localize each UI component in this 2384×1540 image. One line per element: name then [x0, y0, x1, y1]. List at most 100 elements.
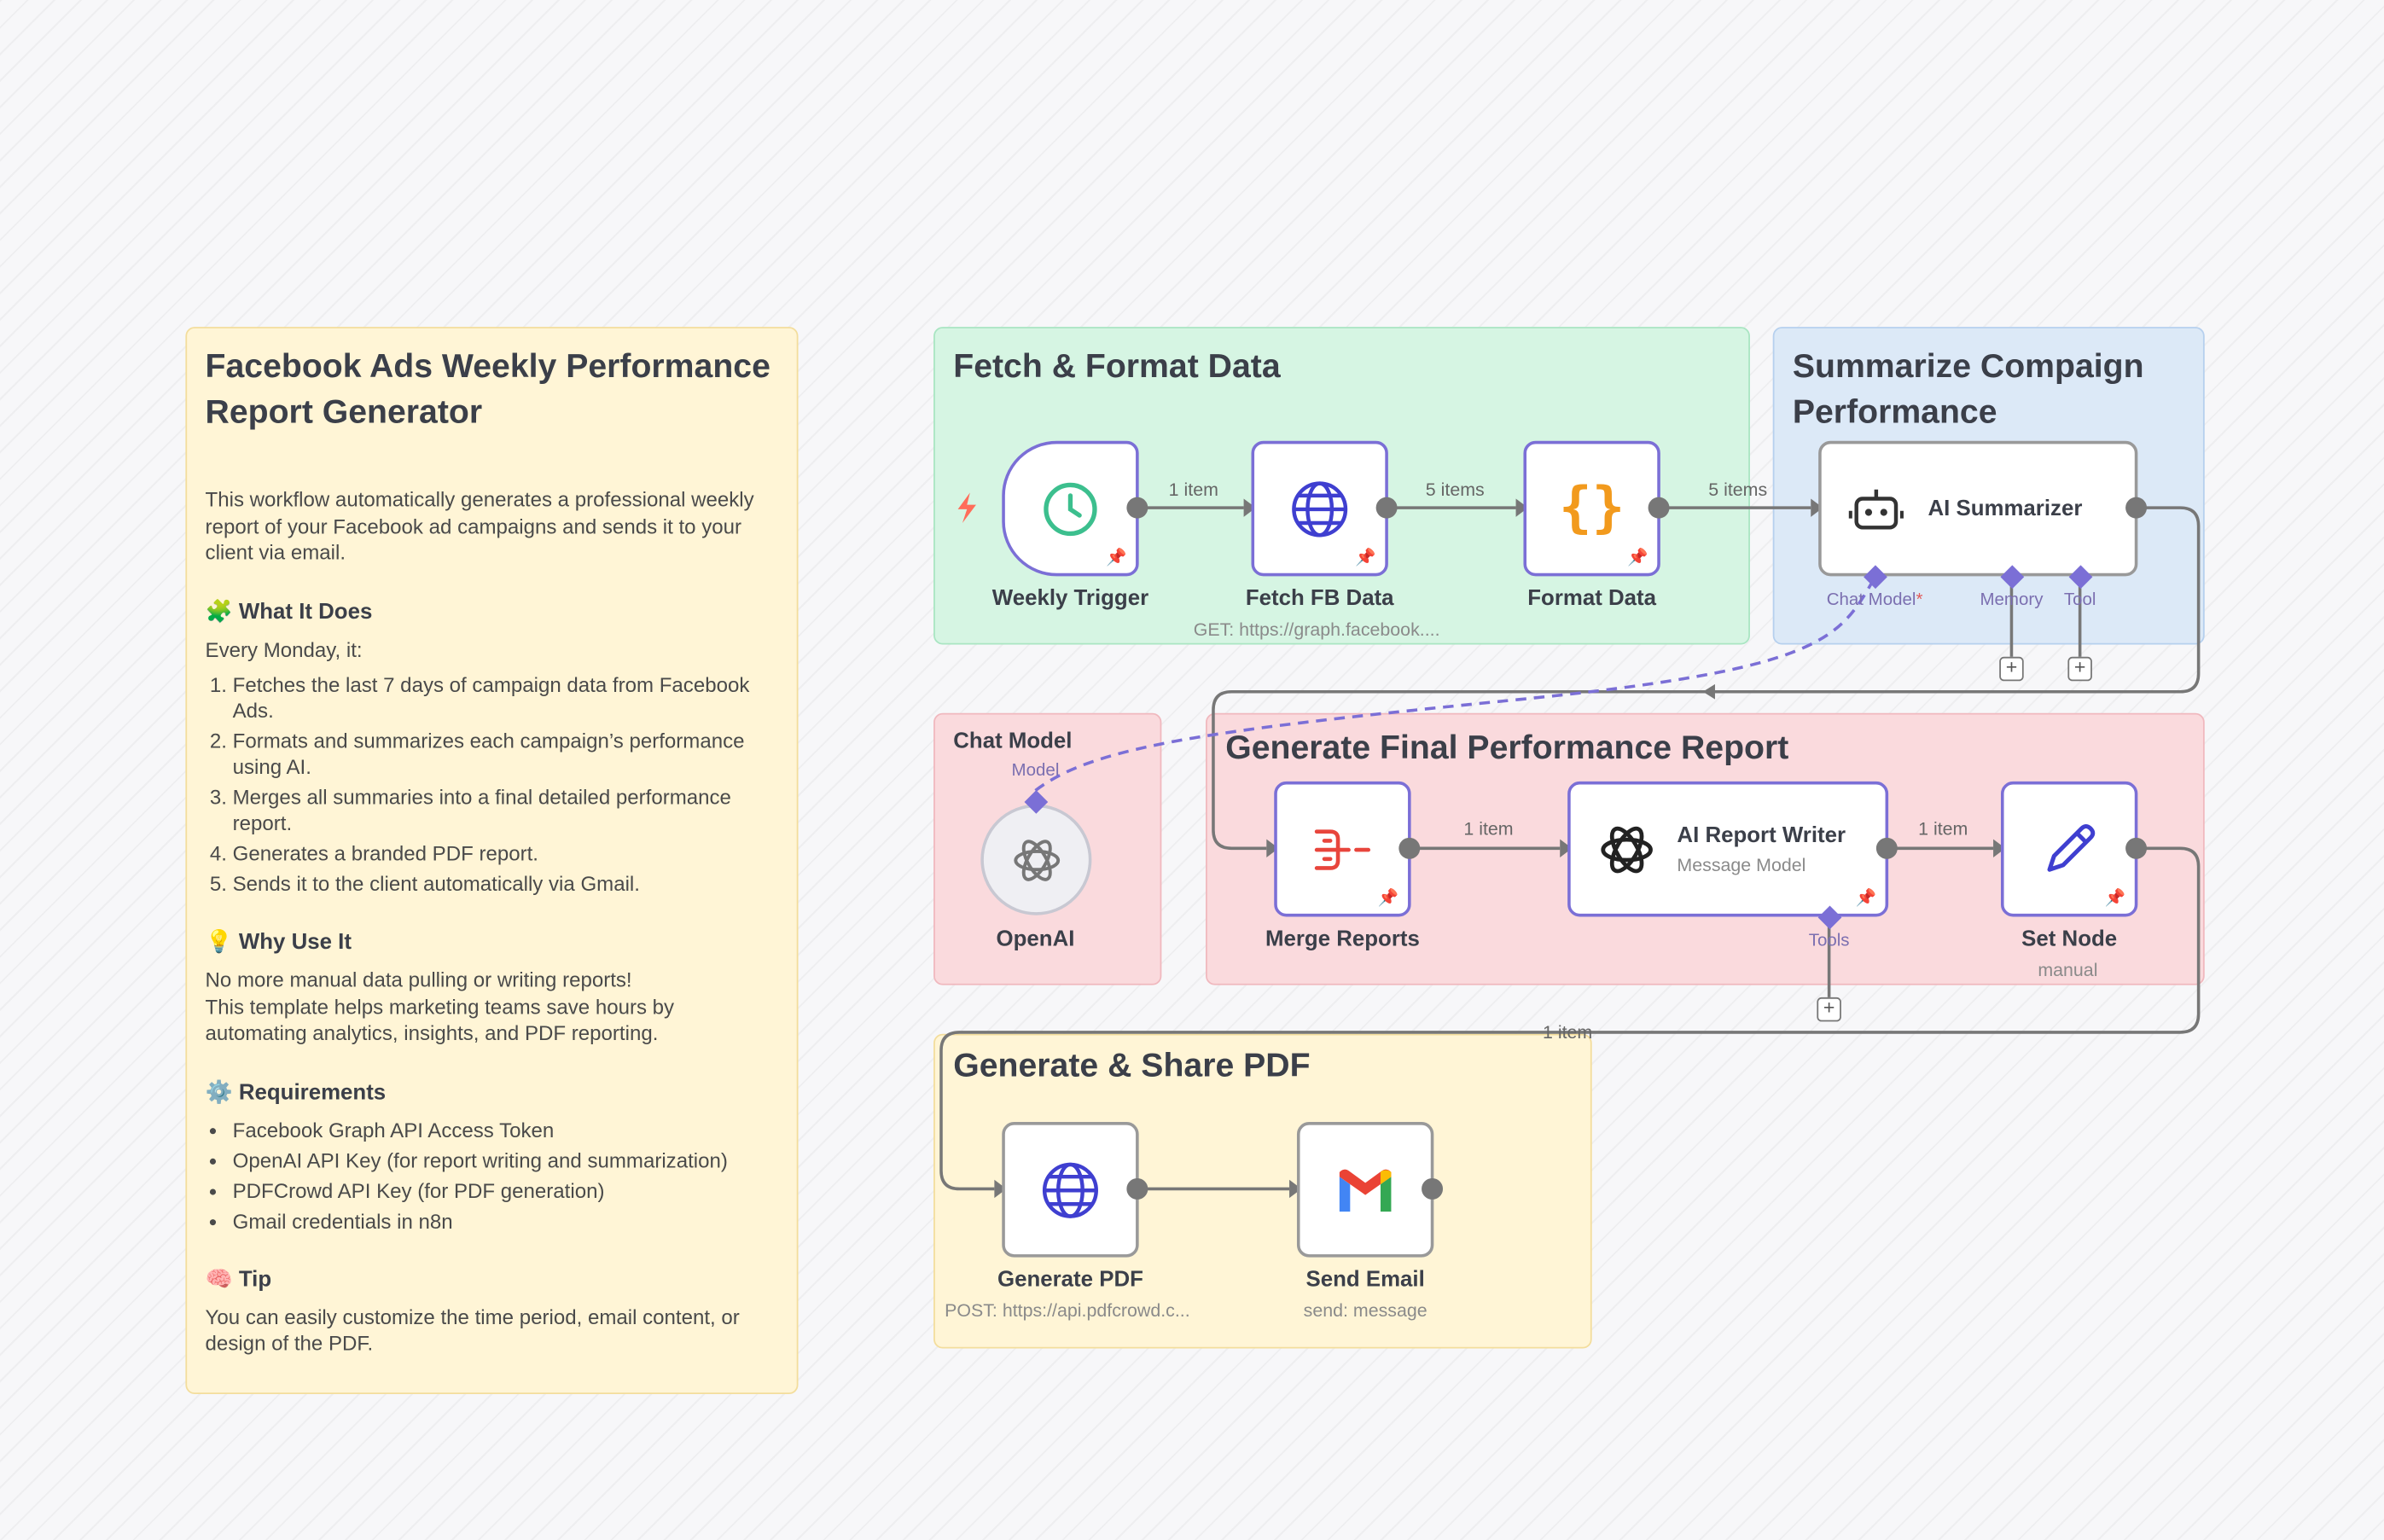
pin-icon: 📌 [1627, 549, 1648, 567]
node-label: Fetch FB Data [1245, 586, 1394, 612]
list-item: Formats and summarizes each campaign’s p… [233, 729, 779, 781]
what-intro: Every Monday, it: [205, 637, 363, 661]
arrow-head [1515, 498, 1528, 517]
group-title: Chat Model [953, 729, 1073, 754]
what-list: Fetches the last 7 days of campaign data… [206, 672, 779, 898]
node-label: OpenAI [996, 927, 1075, 952]
arrow-head [994, 1179, 1007, 1199]
pin-icon: 📌 [2104, 889, 2126, 908]
node-weekly-trigger[interactable]: 📌 [1002, 440, 1139, 577]
list-item: Gmail credentials in n8n [233, 1208, 779, 1234]
node-label: Set Node [2021, 927, 2118, 952]
list-item: Sends it to the client automatically via… [233, 871, 779, 897]
node-merge-reports[interactable]: 📌 [1274, 781, 1411, 917]
node-label: AI Report Writer [1677, 822, 1846, 848]
edge-label: 1 item [1463, 817, 1514, 840]
output-port[interactable] [2125, 497, 2148, 519]
openai-icon [1601, 825, 1653, 873]
gmail-icon [1339, 1168, 1392, 1212]
node-subtitle: Message Model [1677, 853, 1806, 875]
arrow-head [1289, 1179, 1302, 1199]
add-tool-button[interactable]: + [2067, 657, 2092, 682]
list-item: Fetches the last 7 days of campaign data… [233, 672, 779, 724]
output-port[interactable] [2125, 837, 2148, 859]
node-subtitle: manual [2038, 959, 2098, 981]
arrow-head [1993, 839, 2006, 857]
why-line1: No more manual data pulling or writing r… [205, 968, 632, 991]
output-port[interactable] [1126, 1177, 1148, 1200]
why-heading-text: Why Use It [238, 930, 352, 956]
edge-label: 5 items [1425, 479, 1485, 501]
pencil-icon [2047, 823, 2096, 871]
node-label: Generate PDF [997, 1268, 1143, 1293]
list-item: Merges all summaries into a final detail… [233, 784, 779, 836]
node-fetch-fb-data[interactable]: 📌 [1251, 440, 1388, 577]
description-note[interactable]: Facebook Ads Weekly Performance Report G… [185, 327, 799, 1395]
lightning-icon [957, 492, 978, 523]
note-title: Facebook Ads Weekly Performance Report G… [205, 346, 770, 431]
add-tools-button[interactable]: + [1817, 997, 1841, 1022]
merge-icon [1314, 828, 1371, 869]
pin-icon: 📌 [1855, 889, 1876, 908]
list-item: Facebook Graph API Access Token [233, 1117, 779, 1142]
node-label: Send Email [1305, 1268, 1425, 1293]
puzzle-icon: 🧩 [205, 599, 233, 625]
node-label: Weekly Trigger [991, 586, 1149, 612]
globe-icon [1292, 480, 1348, 537]
node-subtitle: POST: https://api.pdfcrowd.c... [945, 1299, 1190, 1322]
globe-icon [1042, 1161, 1098, 1217]
output-port[interactable] [1422, 1177, 1444, 1200]
tip-heading: 🧠Tip [206, 1264, 779, 1295]
arrow-head [1811, 498, 1823, 517]
node-format-data[interactable]: {} 📌 [1523, 440, 1660, 577]
node-text: AI Report Writer Message Model [1677, 823, 1846, 875]
group-title: Summarize Compaign Performance [1792, 346, 2144, 431]
node-label: AI Summarizer [1928, 496, 2083, 521]
edge-label: 5 items [1708, 479, 1768, 501]
node-label: Format Data [1527, 586, 1657, 612]
requirements-list: Facebook Graph API Access Token OpenAI A… [206, 1117, 779, 1234]
required-mark: * [1916, 591, 1923, 610]
group-chat-model[interactable]: Chat Model [933, 712, 1162, 985]
arrow-head [1243, 498, 1256, 517]
output-port[interactable] [1875, 837, 1898, 859]
node-send-email[interactable] [1296, 1122, 1434, 1258]
node-generate-pdf[interactable] [1002, 1122, 1139, 1258]
openai-icon [1013, 839, 1060, 880]
note-intro: This workflow automatically generates a … [205, 487, 754, 565]
tip-heading-text: Tip [238, 1267, 272, 1292]
node-subtitle: send: message [1303, 1299, 1427, 1322]
clock-icon [1044, 481, 1097, 536]
gear-icon: ⚙️ [205, 1080, 233, 1105]
output-port[interactable] [1398, 837, 1421, 859]
pin-icon: 📌 [1105, 549, 1127, 567]
robot-icon [1848, 488, 1904, 529]
what-heading-text: What It Does [238, 599, 373, 625]
port-label-text: Chat Model [1826, 591, 1916, 610]
edge-set-pdf [939, 846, 2201, 1191]
output-port[interactable] [1126, 497, 1148, 519]
lightbulb-icon: 💡 [205, 930, 233, 956]
edge-label: 1 item [1918, 817, 1968, 840]
edge-label: 1 item [1543, 1021, 1593, 1043]
port-label-model: Model [1011, 761, 1060, 781]
node-subtitle: GET: https://graph.facebook.... [1193, 619, 1440, 641]
brain-icon: 🧠 [205, 1267, 233, 1292]
node-label: Merge Reports [1265, 927, 1420, 952]
add-memory-button[interactable]: + [1999, 657, 2024, 682]
node-ai-report-writer[interactable]: AI Report Writer Message Model 📌 [1567, 781, 1889, 917]
output-port[interactable] [1648, 497, 1670, 519]
output-port[interactable] [1375, 497, 1398, 519]
arrow-head [1266, 839, 1279, 857]
pin-icon: 📌 [1377, 889, 1399, 908]
tip-text: You can easily customize the time period… [205, 1305, 740, 1355]
node-set-node[interactable]: 📌 [2000, 781, 2138, 917]
arrow-head [1560, 839, 1573, 857]
group-title: Fetch & Format Data [953, 346, 1281, 385]
requirements-heading: ⚙️Requirements [206, 1077, 779, 1107]
node-ai-summarizer[interactable]: AI Summarizer [1818, 440, 2138, 577]
node-openai[interactable] [980, 804, 1092, 915]
requirements-heading-text: Requirements [238, 1080, 387, 1105]
